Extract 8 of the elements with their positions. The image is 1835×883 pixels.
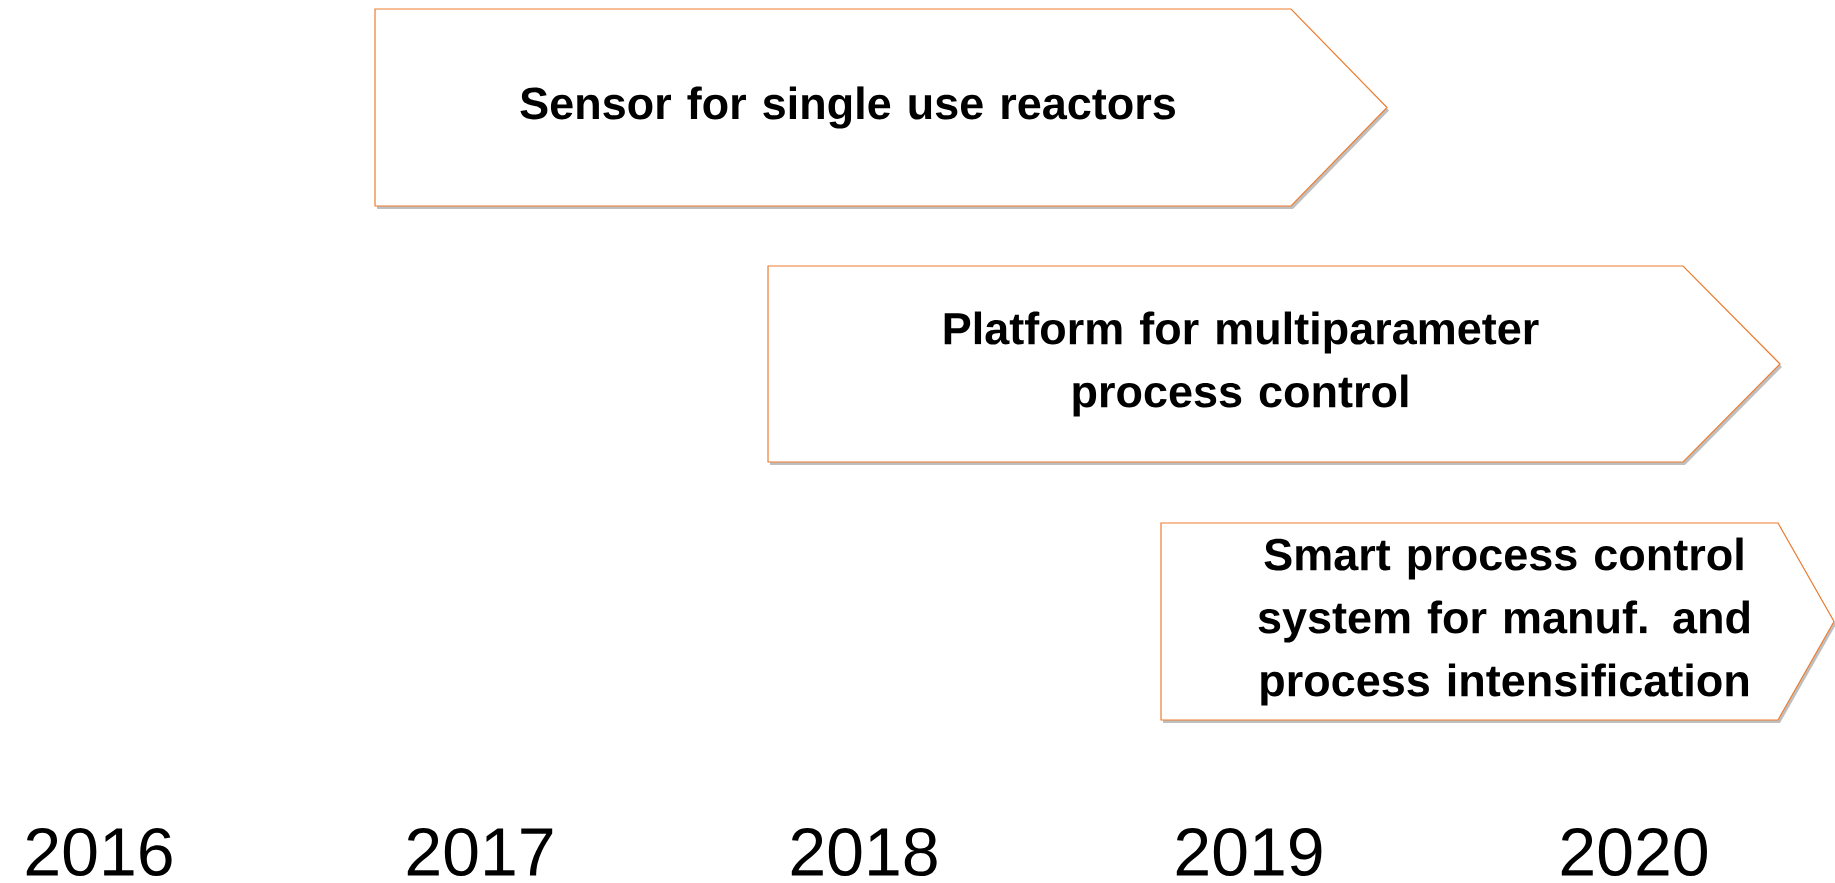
arrow-box: Platform for multiparameter process control	[767, 265, 1783, 465]
year-label: 2016	[26, 827, 172, 877]
arrow-box: Smart process control system for manuf. and process intensification	[1160, 522, 1835, 723]
arrow-box: Sensor for single use reactors	[374, 8, 1389, 209]
year-label: 2018	[791, 827, 937, 877]
year-label: 2019	[1176, 827, 1322, 877]
year-label: 2020	[1561, 827, 1707, 877]
year-label: 2017	[407, 827, 553, 877]
